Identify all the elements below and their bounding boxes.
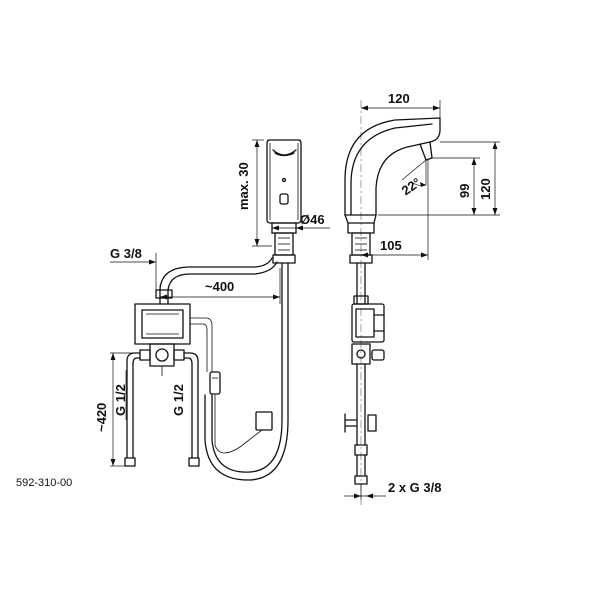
dim-420: ~420	[94, 352, 140, 467]
dim-99: 99	[378, 157, 480, 216]
dim-g12-right: G 1/2	[171, 384, 186, 416]
dim-g12-right-label: G 1/2	[171, 384, 186, 416]
dim-400-label: ~400	[205, 279, 234, 294]
dim-120-top-label: 120	[388, 91, 410, 106]
dim-angle: 22°	[399, 159, 427, 199]
dim-max30: max. 30	[236, 139, 272, 247]
dim-g38-top: G 3/8	[110, 246, 157, 292]
dim-105: 105	[361, 160, 429, 260]
side-hoses-box	[344, 262, 385, 485]
dim-g12-left-label: G 1/2	[113, 384, 128, 416]
front-hoses	[204, 262, 289, 481]
dim-99-label: 99	[457, 184, 472, 198]
dim-2xg38-label: 2 x G 3/8	[388, 480, 441, 495]
dim-400: ~400	[159, 268, 281, 304]
dim-105-label: 105	[380, 238, 402, 253]
dim-120-vert-label: 120	[478, 178, 493, 200]
dim-max30-label: max. 30	[236, 162, 251, 210]
article-number: 592-310-00	[16, 477, 72, 489]
valve-tee	[139, 343, 185, 376]
front-faucet-body	[266, 139, 302, 264]
dim-g12-left: G 1/2	[113, 370, 128, 420]
dim-diameter-label: Ø46	[300, 212, 325, 227]
dim-angle-label: 22°	[399, 175, 424, 199]
dim-diameter: Ø46	[271, 212, 330, 234]
dim-120-top: 120	[361, 91, 441, 118]
control-box	[134, 303, 213, 372]
dim-g38-top-label: G 3/8	[110, 246, 142, 261]
dim-420-label: ~420	[94, 403, 109, 432]
dim-2xg38: 2 x G 3/8	[344, 480, 441, 500]
dim-120-vert: 120	[440, 141, 500, 216]
